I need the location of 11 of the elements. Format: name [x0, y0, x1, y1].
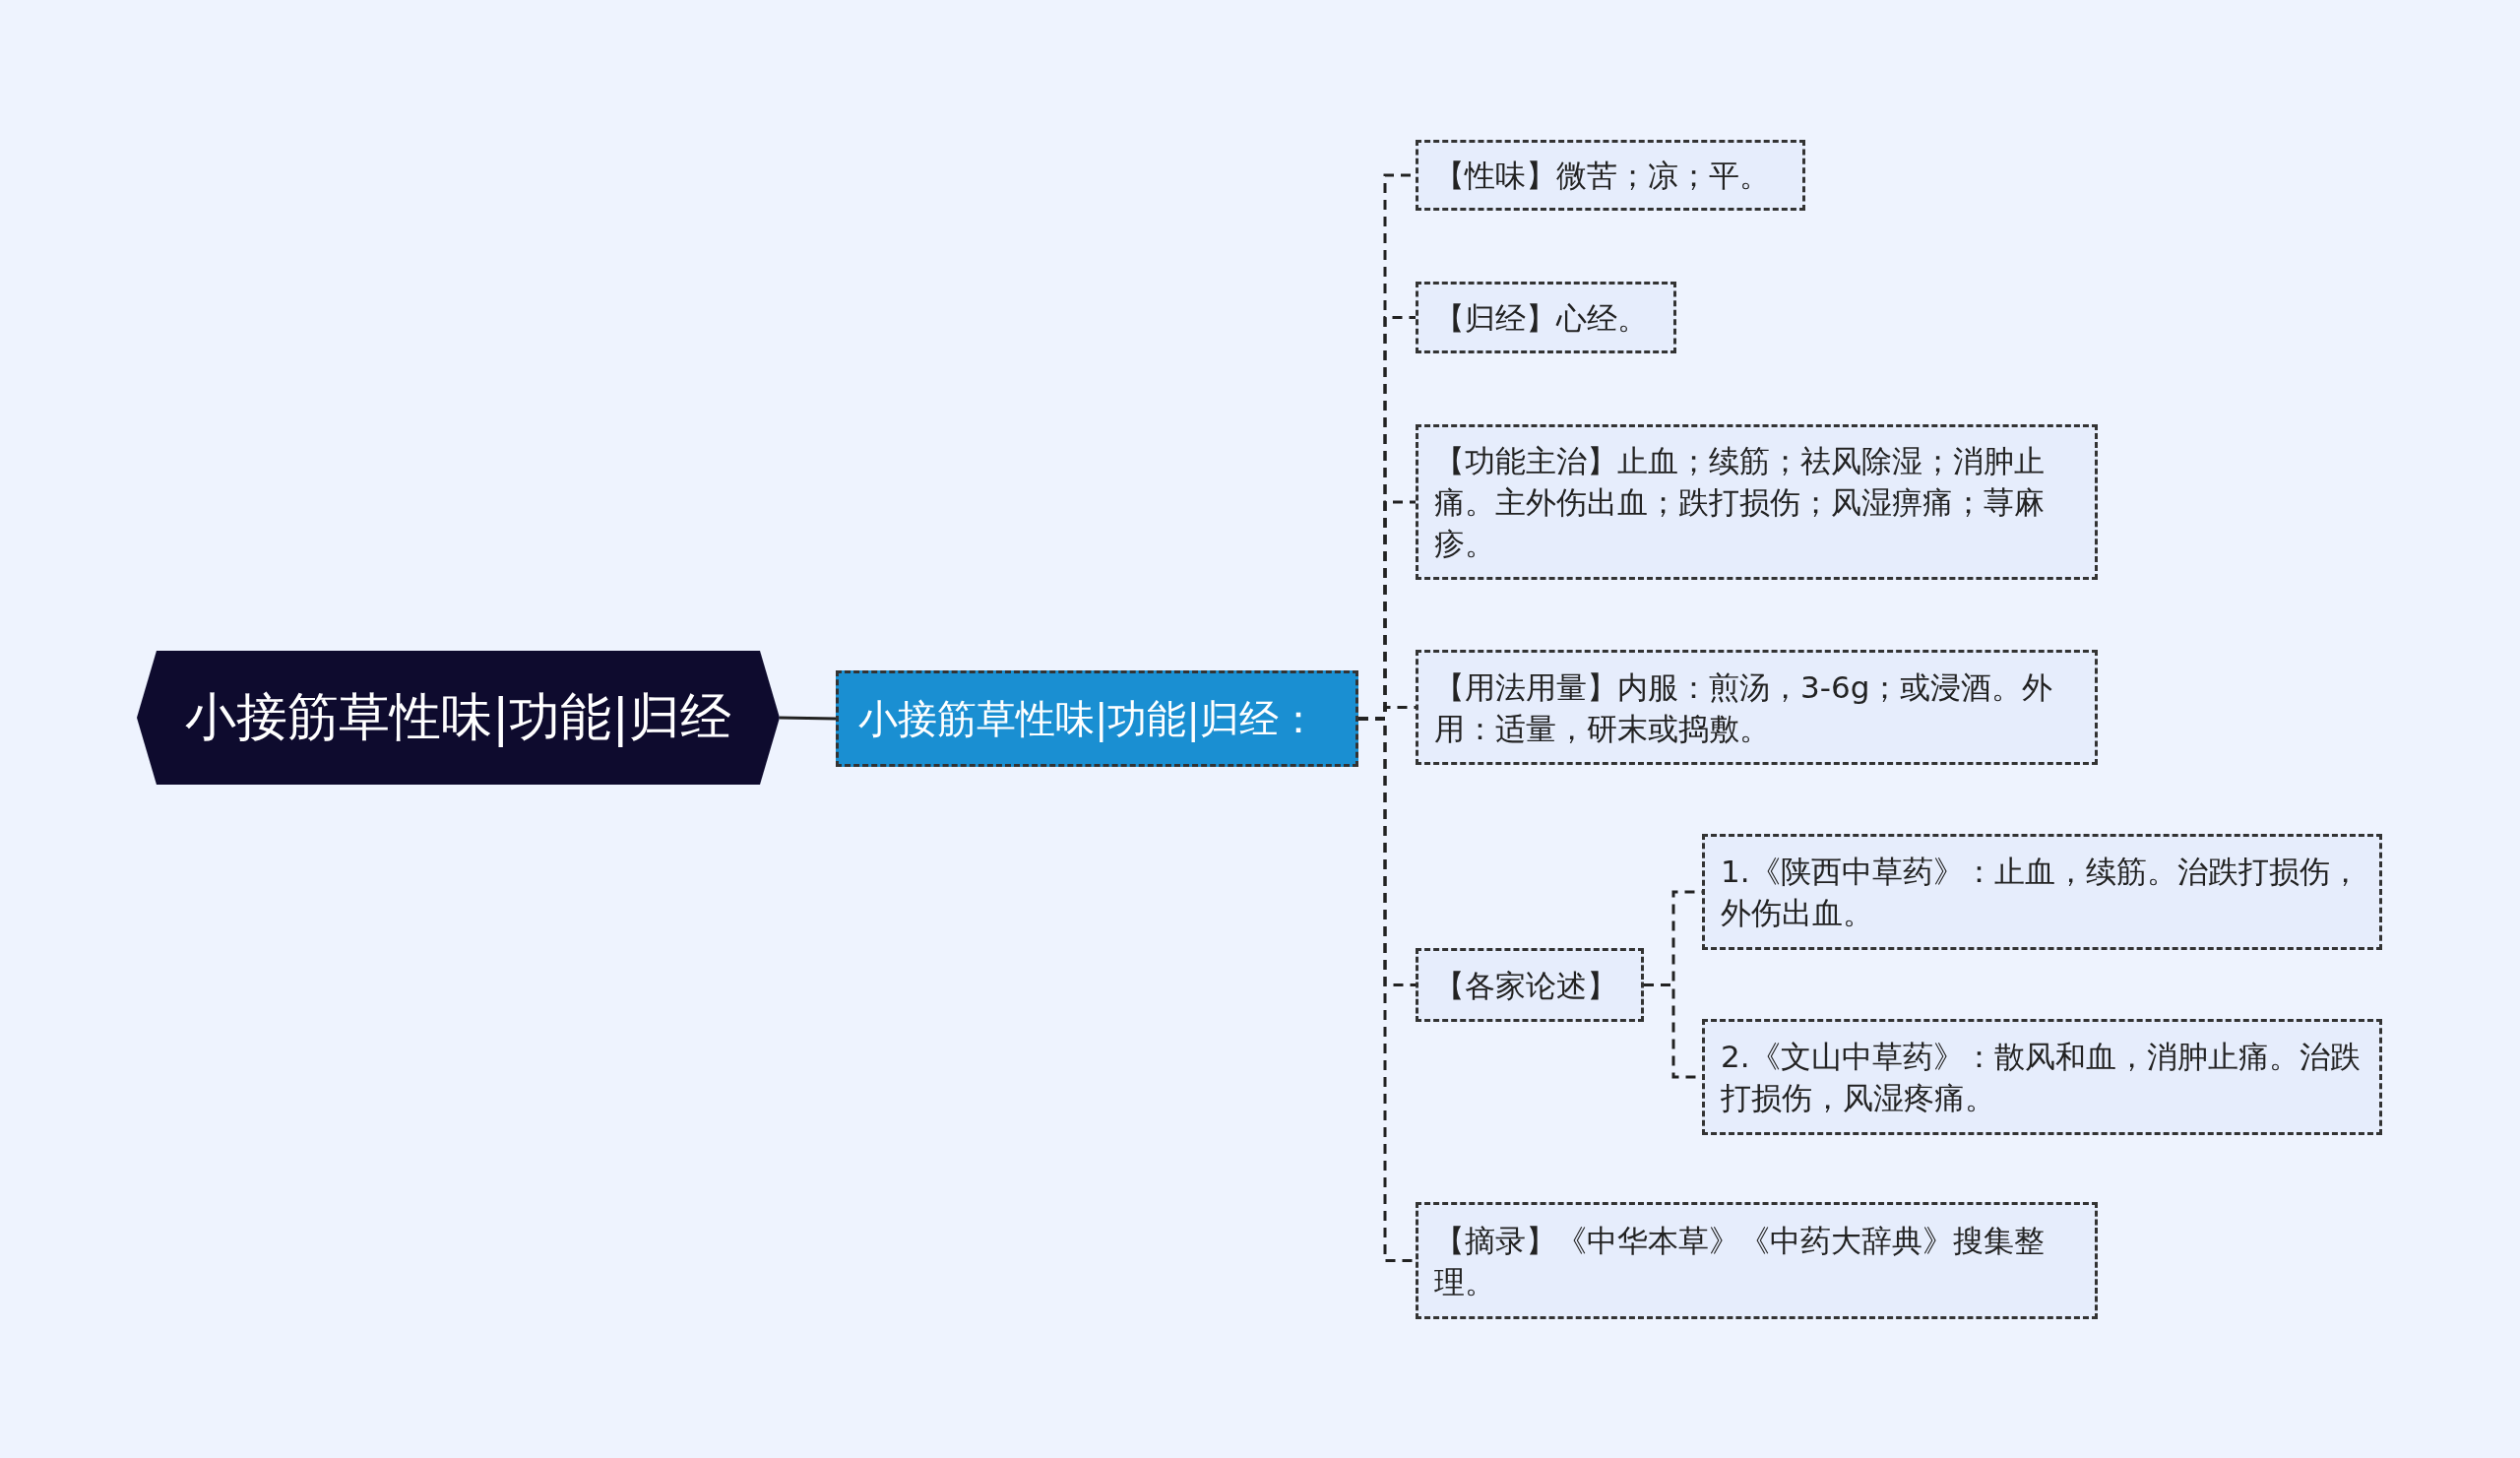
- text-box: 【性味】微苦；凉；平。: [1416, 140, 1805, 211]
- text-box: 【功能主治】止血；续筋；祛风除湿；消肿止痛。主外伤出血；跌打损伤；风湿痹痛；荨麻疹。: [1416, 424, 2098, 580]
- text-box: 【归经】心经。: [1416, 282, 1676, 353]
- text-box: 【各家论述】: [1416, 948, 1644, 1022]
- text-box: 2.《文山中草药》：散风和血，消肿止痛。治跌打损伤，风湿疼痛。: [1702, 1019, 2382, 1135]
- text-box: 1.《陕西中草药》：止血，续筋。治跌打损伤，外伤出血。: [1702, 834, 2382, 950]
- topic-box: 小接筋草性味|功能|归经：: [836, 670, 1358, 767]
- text-box: 【用法用量】内服：煎汤，3-6g；或浸酒。外用：适量，研末或捣敷。: [1416, 650, 2098, 765]
- connector-line: [779, 716, 837, 721]
- text-box: 【摘录】《中华本草》《中药大辞典》搜集整理。: [1416, 1202, 2098, 1319]
- hexagon-node: 小接筋草性味|功能|归经: [137, 651, 780, 785]
